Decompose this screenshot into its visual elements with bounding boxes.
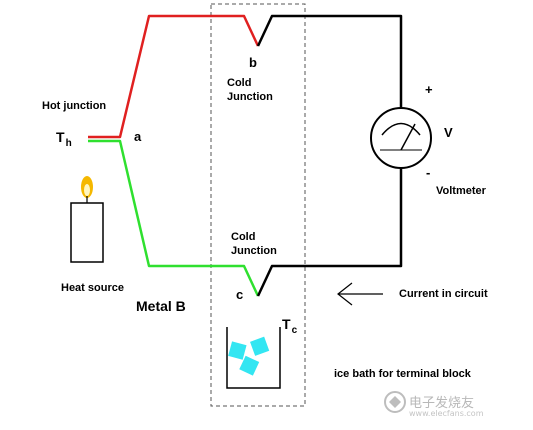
cold-junction-bottom-line2: Junction	[231, 245, 277, 257]
heat-source-label: Heat source	[61, 282, 124, 294]
watermark-url: www.elecfans.com	[409, 409, 484, 418]
junction-b-label: b	[249, 55, 257, 70]
th-label: Th	[56, 129, 72, 149]
junction-c-label: c	[236, 287, 244, 302]
lower-lead-wire	[256, 168, 403, 297]
metal-a-wire	[88, 14, 260, 139]
metal-b-label: Metal B	[136, 298, 186, 314]
watermark-logo-icon	[384, 391, 406, 413]
voltmeter-icon	[370, 107, 432, 169]
tc-main-text: T	[282, 316, 291, 332]
ice-cube-icon	[239, 355, 260, 376]
plus-terminal-label: +	[425, 82, 433, 97]
tc-subscript: c	[291, 325, 298, 336]
th-main-text: T	[56, 129, 65, 145]
terminal-block-boundary	[210, 3, 306, 407]
cold-junction-top-line1: Cold	[227, 77, 252, 89]
hot-junction-label: Hot junction	[42, 100, 107, 112]
current-label: Current in circuit	[399, 288, 488, 300]
left-arrow-icon	[337, 282, 383, 306]
tc-label: Tc	[282, 316, 298, 336]
ice-bath-icon	[226, 327, 281, 389]
ice-bath-label: ice bath for terminal block	[334, 368, 471, 380]
ice-cube-icon	[228, 341, 247, 360]
minus-terminal-label: -	[426, 165, 431, 180]
th-subscript: h	[65, 138, 72, 149]
ice-cube-icon	[250, 336, 270, 356]
upper-lead-wire	[256, 14, 403, 108]
voltage-label: V	[444, 125, 453, 140]
voltmeter-label: Voltmeter	[436, 185, 486, 197]
metal-b-wire	[88, 139, 260, 297]
watermark-text: 电子发烧友	[409, 396, 475, 411]
cold-junction-top-line2: Junction	[227, 91, 273, 103]
candle-icon	[70, 176, 104, 263]
junction-a-label: a	[134, 129, 142, 144]
cold-junction-bottom-line1: Cold	[231, 231, 256, 243]
